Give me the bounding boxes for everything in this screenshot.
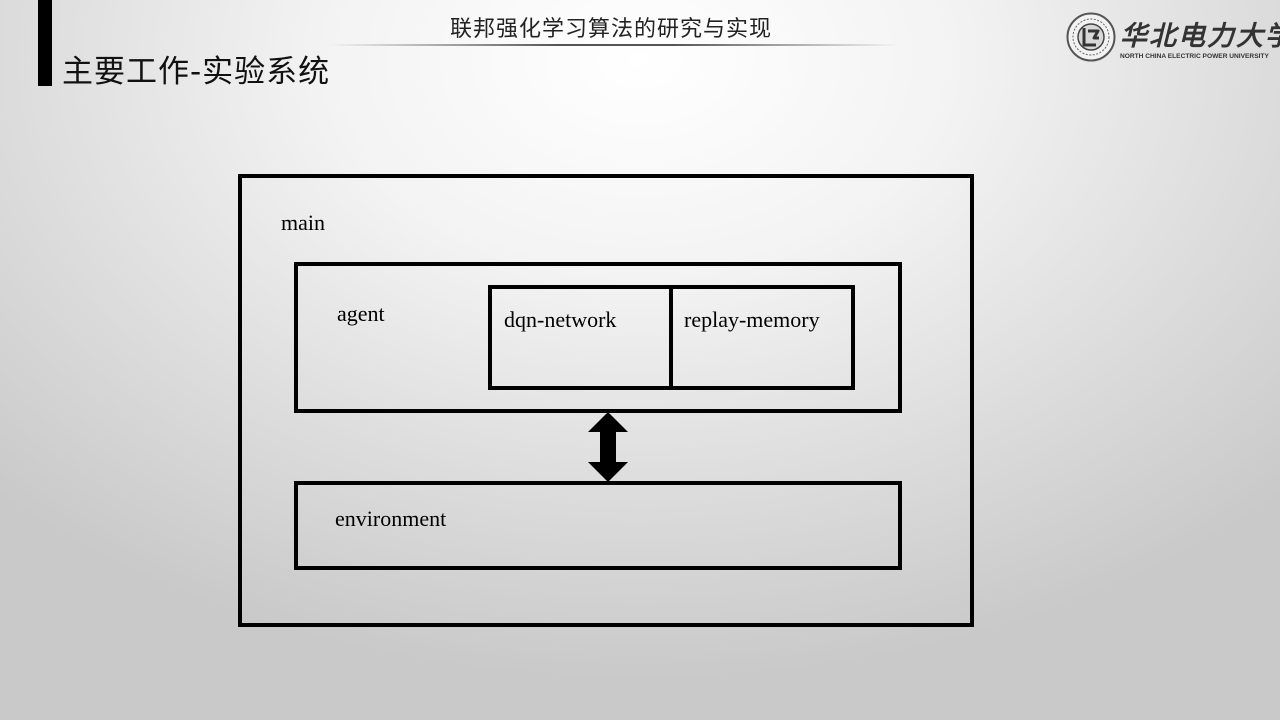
slide-title: 主要工作-实验系统 [62,54,331,90]
replay-memory-label: replay-memory [684,307,820,332]
dqn-network-label: dqn-network [504,307,617,332]
main-label: main [281,210,325,235]
university-emblem-icon [1066,12,1116,62]
agent-box [294,262,902,413]
university-logo: 华北电力大学 NORTH CHINA ELECTRIC POWER UNIVER… [1064,10,1280,70]
header-divider [330,44,900,46]
replay-memory-box [669,285,855,390]
bidirectional-arrow-icon [588,412,628,482]
main-box [238,174,974,627]
agent-label: agent [337,301,385,326]
environment-label: environment [335,506,447,531]
logo-chinese-name: 华北电力大学 [1120,21,1280,52]
accent-bar [38,0,52,86]
environment-box [294,481,902,570]
dqn-network-box [488,285,673,390]
logo-english-name: NORTH CHINA ELECTRIC POWER UNIVERSITY [1120,53,1269,60]
header-title: 联邦强化学习算法的研究与实现 [449,17,772,42]
